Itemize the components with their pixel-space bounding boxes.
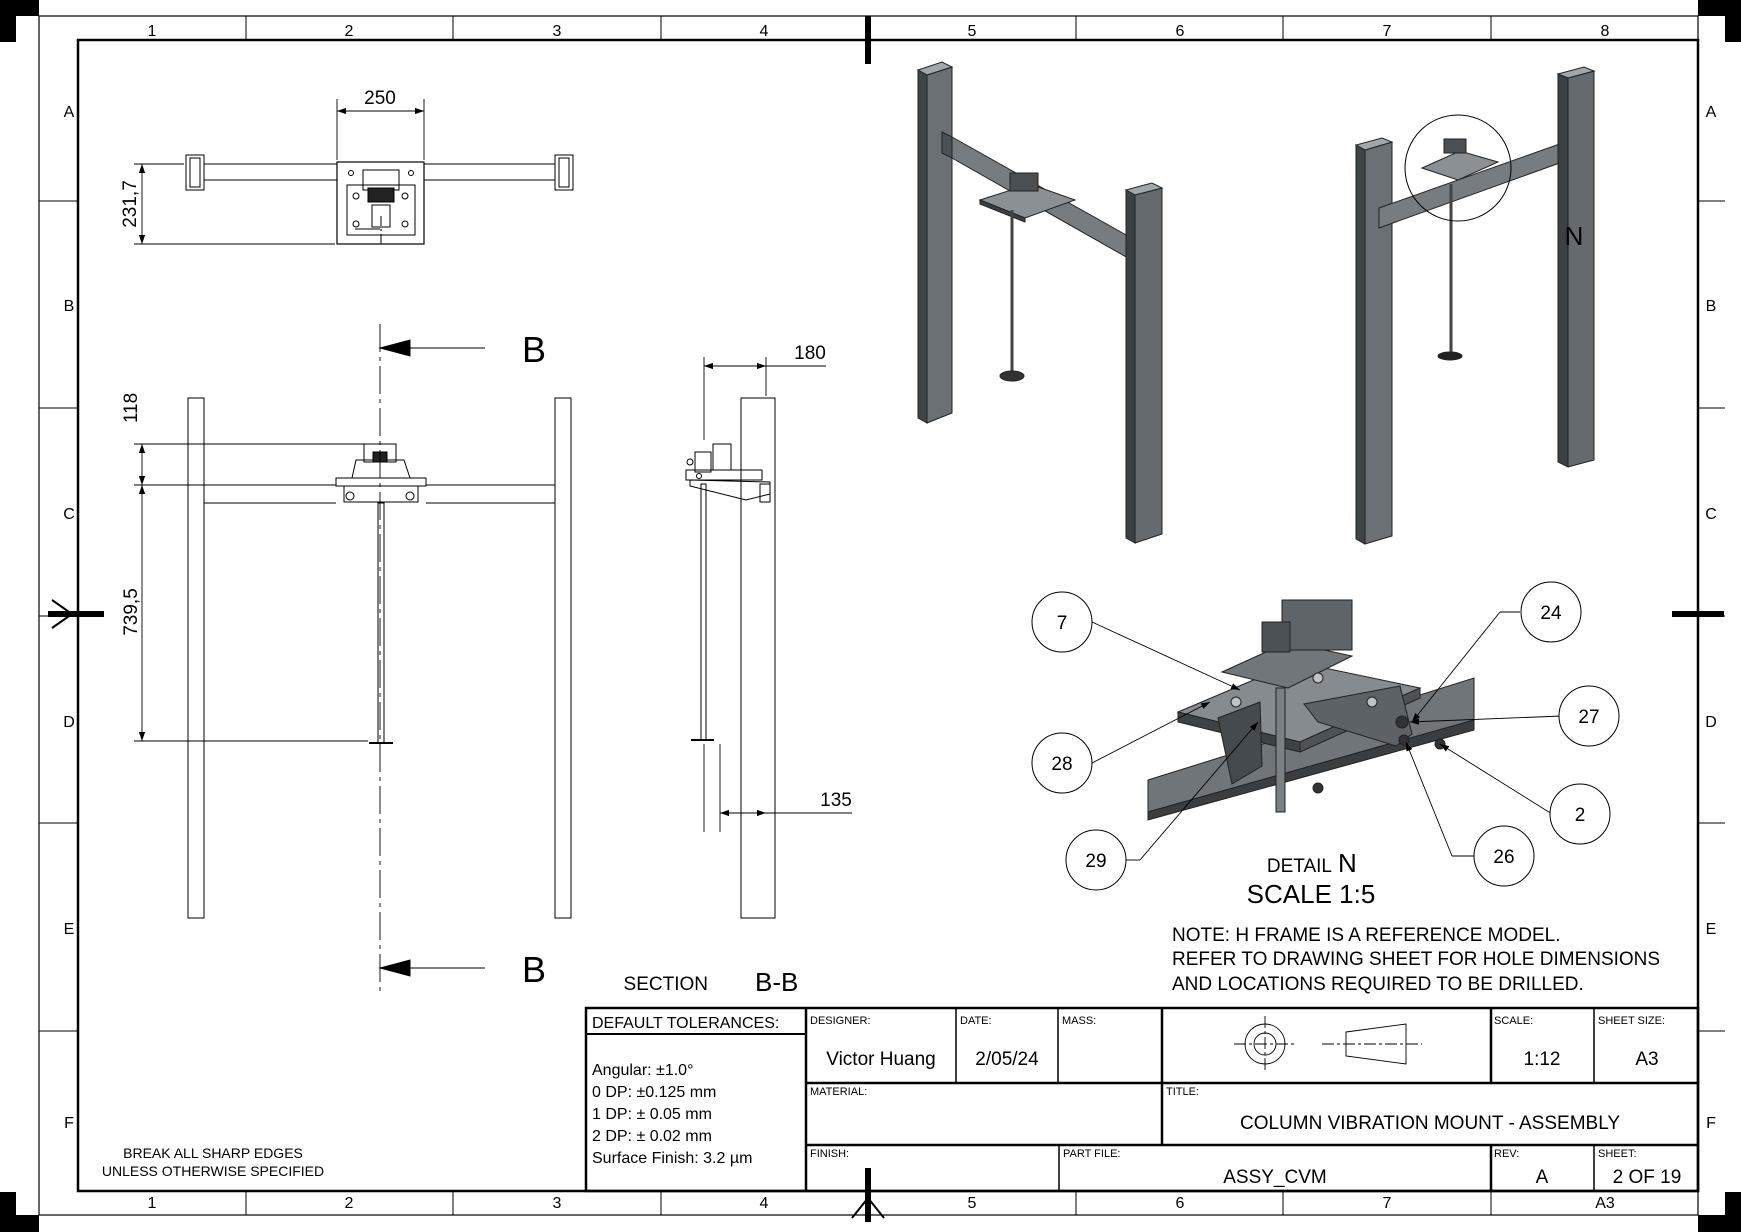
iso-view-left bbox=[916, 61, 1164, 544]
section-caption-id: B-B bbox=[755, 967, 798, 997]
detail-caption-id: N bbox=[1338, 848, 1357, 878]
zone-row-c-right: C bbox=[1705, 506, 1717, 523]
section-marker-top: B bbox=[522, 329, 546, 370]
detail-caption-prefix: DETAIL bbox=[1267, 856, 1332, 877]
zone-col-2-top: 2 bbox=[345, 23, 354, 40]
scale-label: SCALE: bbox=[1494, 1015, 1533, 1027]
zone-row-b-left: B bbox=[64, 298, 75, 315]
zone-row-a-right: A bbox=[1706, 104, 1717, 121]
top-view bbox=[185, 154, 574, 246]
dim-height-231-7: 231,7 bbox=[120, 180, 141, 228]
note-line-2: REFER TO DRAWING SHEET FOR HOLE DIMENSIO… bbox=[1172, 949, 1660, 970]
rev-label: REV: bbox=[1494, 1148, 1519, 1160]
part-file-label: PART FILE: bbox=[1063, 1148, 1120, 1160]
section-cut-markers bbox=[378, 339, 485, 977]
tolerance-2dp: 2 DP: ± 0.02 mm bbox=[592, 1128, 712, 1145]
sheet-size-value: A3 bbox=[1635, 1049, 1658, 1070]
section-caption-prefix: SECTION bbox=[624, 974, 708, 995]
projection-symbol bbox=[1234, 1016, 1422, 1072]
date-label: DATE: bbox=[960, 1015, 992, 1027]
zone-col-3-bottom: 3 bbox=[553, 1195, 562, 1212]
tolerance-1dp: 1 DP: ± 0.05 mm bbox=[592, 1106, 712, 1123]
sheet-value: 2 OF 19 bbox=[1613, 1167, 1682, 1188]
zone-row-d-right: D bbox=[1705, 714, 1717, 731]
detail-marker-n: N bbox=[1565, 221, 1584, 251]
balloon-29: 29 bbox=[1085, 851, 1106, 872]
zone-row-d-left: D bbox=[63, 714, 75, 731]
top-view-dimensions bbox=[134, 99, 425, 245]
designer-label: DESIGNER: bbox=[810, 1015, 871, 1027]
zone-col-4-bottom: 4 bbox=[760, 1195, 769, 1212]
zone-col-6-top: 6 bbox=[1176, 23, 1185, 40]
sheet-label: SHEET: bbox=[1598, 1148, 1637, 1160]
finish-label: FINISH: bbox=[810, 1148, 849, 1160]
zone-row-e-left: E bbox=[64, 921, 75, 938]
dim-width-180: 180 bbox=[794, 343, 826, 364]
date-value: 2/05/24 bbox=[975, 1049, 1039, 1070]
dim-width-250: 250 bbox=[364, 88, 396, 109]
zone-col-8-top: 8 bbox=[1601, 23, 1610, 40]
balloon-leaders bbox=[1091, 611, 1563, 861]
iso-view-right bbox=[1354, 66, 1596, 545]
edge-note-line-1: BREAK ALL SHARP EDGES bbox=[123, 1145, 303, 1161]
note-line-3: AND LOCATIONS REQUIRED TO BE DRILLED. bbox=[1172, 974, 1584, 995]
title-label: TITLE: bbox=[1166, 1086, 1199, 1098]
detail-view bbox=[1147, 599, 1475, 821]
zone-col-7-top: 7 bbox=[1383, 23, 1392, 40]
dim-width-135: 135 bbox=[820, 790, 852, 811]
title-block bbox=[584, 1006, 1700, 1193]
zone-col-1-bottom: 1 bbox=[148, 1195, 157, 1212]
zone-row-f-left: F bbox=[64, 1115, 74, 1132]
designer-value: Victor Huang bbox=[826, 1049, 936, 1070]
part-file-value: ASSY_CVM bbox=[1223, 1167, 1326, 1188]
detail-circle bbox=[1404, 114, 1512, 222]
zone-col-5-top: 5 bbox=[968, 23, 977, 40]
zone-col-4-top: 4 bbox=[760, 23, 769, 40]
tolerance-surface-finish: Surface Finish: 3.2 µm bbox=[592, 1150, 752, 1167]
balloon-26: 26 bbox=[1493, 847, 1514, 868]
zone-col-1-top: 1 bbox=[148, 23, 157, 40]
mass-label: MASS: bbox=[1062, 1015, 1096, 1027]
section-view-dimensions bbox=[703, 357, 852, 832]
material-label: MATERIAL: bbox=[810, 1086, 867, 1098]
scale-value: 1:12 bbox=[1524, 1049, 1561, 1070]
balloon-27: 27 bbox=[1578, 707, 1599, 728]
zone-row-a-left: A bbox=[64, 104, 75, 121]
tolerance-0dp: 0 DP: ±0.125 mm bbox=[592, 1084, 716, 1101]
balloon-28: 28 bbox=[1051, 754, 1072, 775]
zone-col-5-bottom: 5 bbox=[968, 1195, 977, 1212]
front-view-dimensions bbox=[134, 443, 368, 742]
zone-col-7-bottom: 7 bbox=[1383, 1195, 1392, 1212]
zone-col-6-bottom: 6 bbox=[1176, 1195, 1185, 1212]
edge-note-line-2: UNLESS OTHERWISE SPECIFIED bbox=[102, 1163, 324, 1179]
zone-row-b-right: B bbox=[1706, 298, 1717, 315]
drawing-title: COLUMN VIBRATION MOUNT - ASSEMBLY bbox=[1240, 1113, 1620, 1134]
tolerance-angular: Angular: ±1.0° bbox=[592, 1062, 693, 1079]
zone-row-e-right: E bbox=[1706, 921, 1717, 938]
zone-col-2-bottom: 2 bbox=[345, 1195, 354, 1212]
tolerances-header: DEFAULT TOLERANCES: bbox=[592, 1015, 779, 1032]
dim-height-739-5: 739,5 bbox=[121, 588, 142, 636]
zone-size-bottom: A3 bbox=[1595, 1195, 1615, 1212]
dim-height-118: 118 bbox=[121, 393, 142, 423]
rev-value: A bbox=[1536, 1167, 1549, 1188]
zone-row-c-left: C bbox=[63, 506, 75, 523]
section-view bbox=[685, 397, 776, 919]
balloon-2: 2 bbox=[1575, 805, 1586, 826]
section-marker-bottom: B bbox=[522, 949, 546, 990]
balloon-24: 24 bbox=[1540, 603, 1562, 624]
note-line-1: NOTE: H FRAME IS A REFERENCE MODEL. bbox=[1172, 925, 1561, 946]
balloon-7: 7 bbox=[1057, 613, 1068, 634]
sheet-size-label: SHEET SIZE: bbox=[1598, 1015, 1665, 1027]
zone-row-f-right: F bbox=[1706, 1115, 1716, 1132]
zone-col-3-top: 3 bbox=[553, 23, 562, 40]
balloons bbox=[1031, 581, 1620, 891]
front-view bbox=[187, 397, 572, 919]
detail-scale: SCALE 1:5 bbox=[1247, 879, 1376, 909]
